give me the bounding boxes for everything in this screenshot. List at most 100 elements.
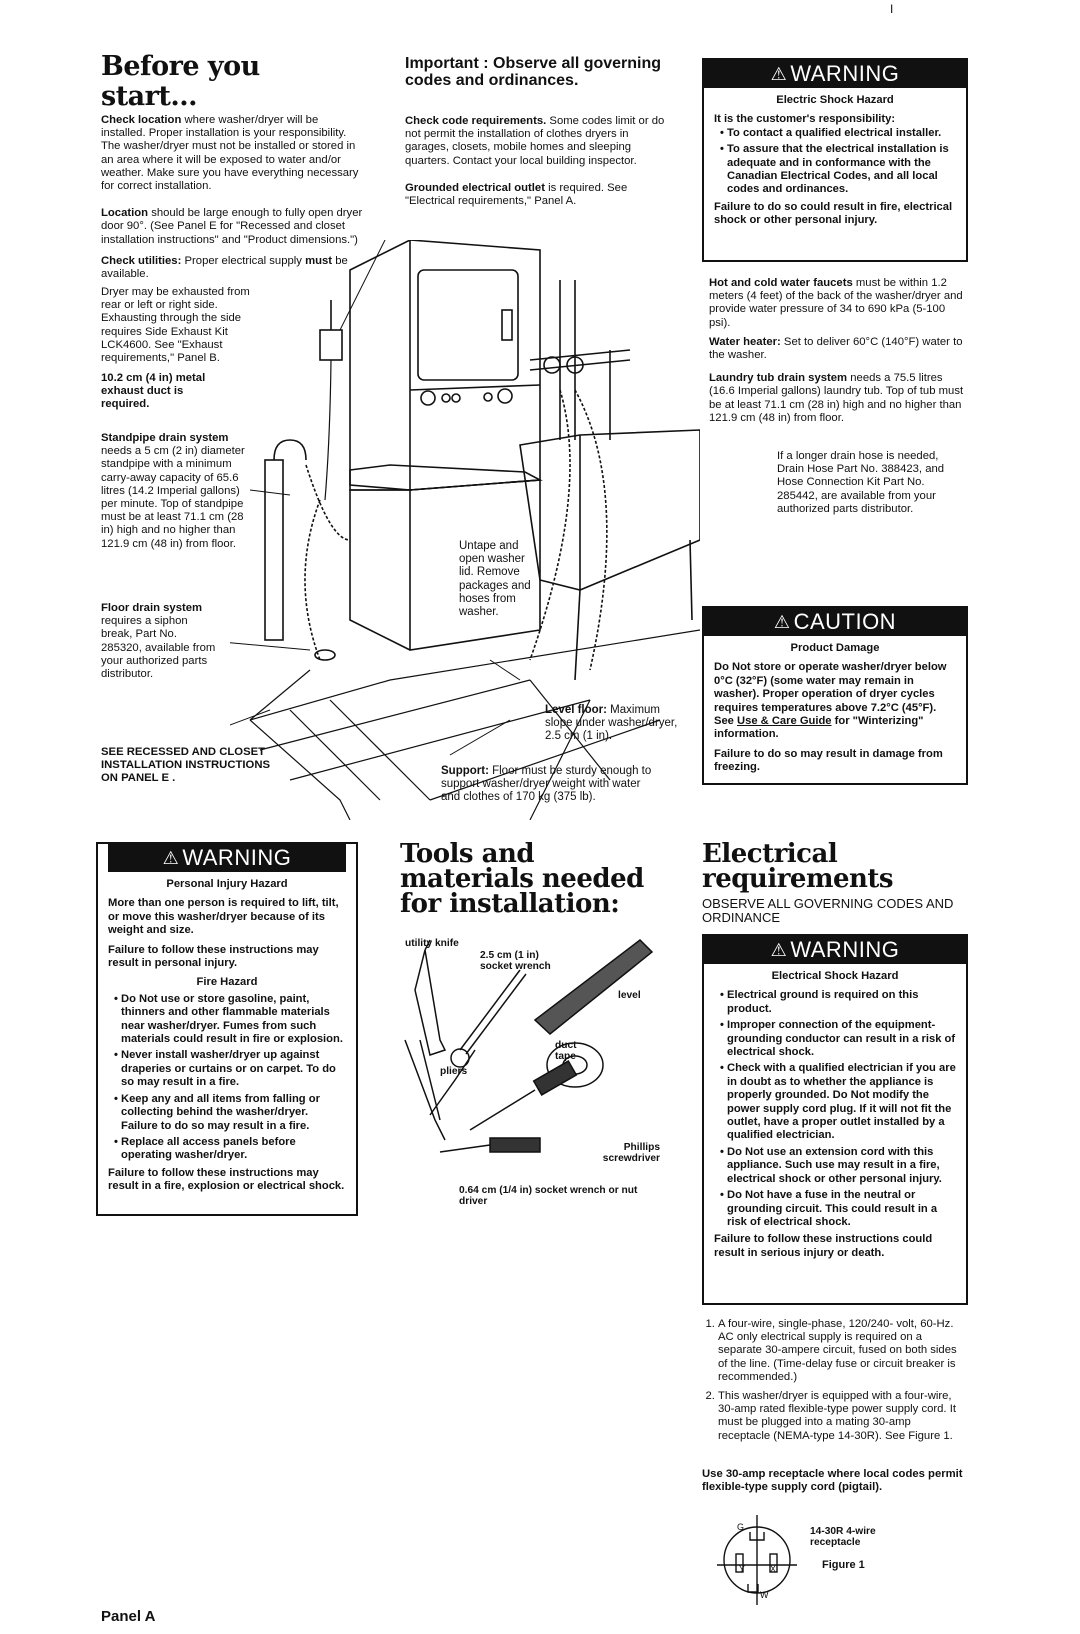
check-location-text: where washer/dryer will be installed. Pr… [101,114,359,193]
fire-hazard-failure: Failure to follow these instructions may… [108,1166,345,1193]
tub-text: needs a 75.5 litres (16.6 Imperial gallo… [709,372,964,424]
wall-outlet [319,329,343,361]
caution-box: ⚠CAUTION Product Damage Do Not store or … [702,606,968,785]
pliers-icon [404,1039,476,1141]
fire-hazard-item: Replace all access panels before operati… [121,1136,346,1163]
electrical-warning-item: Electrical ground is required on this pr… [727,989,956,1016]
support-text: Floor must be sturdy enough to support w… [441,765,652,804]
ground-pin [749,1532,765,1541]
electrical-step: This washer/dryer is equipped with a fou… [718,1390,964,1443]
untape-note: Untape and open washer lid. Remove packa… [459,540,531,619]
warning-injury-header: ⚠WARNING [108,844,346,872]
socket-wrench-icon [450,969,527,1068]
caution-header: ⚠CAUTION [704,608,966,636]
tub-label: Laundry tub drain system [709,372,848,385]
electrical-steps: A four-wire, single-phase, 120/240- volt… [702,1318,964,1449]
tool-pliers-label: pliers [440,1066,468,1077]
caution-body: Do Not store or operate washer/dryer bel… [714,661,947,741]
tool-socket-label: 2.5 cm (1 in) socket wrench [480,950,551,972]
heater-label: Water heater: [709,335,781,348]
fire-hazard-item: Never install washer/dryer up against dr… [121,1049,346,1089]
electrical-section: Electrical requirements OBSERVE ALL GOVE… [702,839,964,925]
electrical-warning-item: Do Not use an extension cord with this a… [727,1146,956,1186]
pin-x-label: X [770,1564,777,1574]
right-notes: Hot and cold water faucets must be withi… [709,277,967,433]
warning-shock-header: ⚠WARNING [704,60,966,88]
warning-triangle-icon: ⚠ [162,848,180,868]
fire-hazard-item: Do Not use or store gasoline, paint, thi… [121,993,346,1047]
washer-dryer-illustration [230,240,700,820]
pin-g-label: G [737,1522,745,1532]
electrical-warning-item: Check with a qualified electrician if yo… [727,1062,956,1142]
washer-unit [349,464,543,651]
duct-note: 10.2 cm (4 in) metal exhaust duct is req… [101,372,206,411]
warning-triangle-icon: ⚠ [770,64,788,84]
warning-shock-item: To contact a qualified electrical instal… [727,127,956,140]
electrical-title: Electrical requirements [702,839,894,894]
standpipe-note: Standpipe drain system needs a 5 cm (2 i… [101,432,251,551]
electrical-warning-failure: Failure to follow these instructions cou… [714,1233,933,1259]
warning-shock-lead: It is the customer's responsibility: [714,113,896,126]
code-text: Some codes limit or do not permit the in… [405,115,665,167]
pin-y [735,1553,744,1573]
level-icon [533,939,654,1035]
phillips-screwdriver-icon [469,1060,578,1131]
warning-shock-box: ⚠WARNING Electric Shock Hazard It is the… [702,58,968,262]
warning-triangle-icon: ⚠ [773,612,791,632]
tool-utility-knife-label: utility knife [405,938,459,949]
support-note: Support: Floor must be sturdy enough to … [441,765,659,805]
location-text: should be large enough to fully open dry… [101,207,363,246]
standpipe-text: needs a 5 cm (2 in) diameter standpipe w… [101,445,245,550]
warning-shock-item: To assure that the electrical installati… [727,143,956,197]
warning-shock-failure: Failure to do so could result in fire, e… [714,200,953,227]
check-location-label: Check location [101,114,182,126]
receptacle-note: Use 30-amp receptacle where local codes … [702,1468,963,1494]
electrical-step: A four-wire, single-phase, 120/240- volt… [718,1318,964,1384]
before-title: Before you start... [101,51,260,112]
laundry-tub [519,429,700,681]
electrical-subtitle: OBSERVE ALL GOVERNING CODES AND ORDINANC… [702,896,954,925]
electrical-warning-item: Improper connection of the equipment-gro… [727,1019,956,1059]
warning-injury-text: More than one person is required to lift… [108,897,339,937]
tool-duct-tape-label: duct tape [555,1040,577,1062]
electrical-warning-box: ⚠WARNING Electrical Shock Hazard Electri… [702,934,968,1305]
tools-title: Tools and materials needed for installat… [400,839,644,919]
receptacle-label: 14-30R 4-wire receptacle [810,1526,876,1548]
floor-drain [314,649,336,661]
utilities-label: Check utilities: [101,254,182,267]
tool-nut-driver-label: 0.64 cm (1/4 in) socket wrench or nut dr… [459,1185,638,1207]
see-recessed-note: SEE RECESSED AND CLOSET INSTALLATION INS… [101,746,271,785]
warning-triangle-icon: ⚠ [770,940,788,960]
standpipe [264,439,307,641]
hoses [304,389,608,671]
important-section: Important : Observe all governing codes … [405,55,673,216]
receptacle-diagram [717,1515,797,1605]
standpipe-label: Standpipe drain system [101,432,229,444]
use-care-guide-link: Use & Care Guide [737,715,832,728]
utility-knife-icon [414,939,447,1056]
tool-level-label: level [618,990,641,1001]
support-label: Support: [441,765,489,777]
pin-x [769,1553,778,1573]
outlet-label: Grounded electrical outlet [405,181,545,194]
caution-failure: Failure to do so may result in damage fr… [714,747,943,774]
pin-y-label: Y [739,1564,746,1574]
electrical-warning-header: ⚠WARNING [704,936,966,964]
drain-hose-note: If a longer drain hose is needed, Drain … [777,450,945,515]
floor-drain-text: requires a siphon break, Part No. 285320… [101,615,216,681]
utilities-text: Proper electrical supply [181,254,306,267]
heater-text: Set to deliver 60°C (140°F) water to the… [709,335,963,362]
tool-phillips-label: Phillips screwdriver [602,1142,660,1164]
level-floor-note: Level floor: Maximum slope under washer/… [545,704,680,744]
panel-label: Panel A [101,1608,156,1625]
neutral-pin [747,1584,759,1593]
floor-tiles [249,629,700,820]
tools-illustration [404,939,654,1153]
utilities-must: must [305,254,333,267]
utilities-text-2: be available. [101,254,348,281]
important-title: Important : Observe all governing codes … [405,55,662,89]
before-you-start-section: Before you start... Check location where… [101,52,363,289]
warning-injury-failure: Failure to follow these instructions may… [108,943,319,970]
warning-injury-box: ⚠WARNING Personal Injury Hazard More tha… [96,842,358,1216]
dryer-unit [349,240,541,491]
